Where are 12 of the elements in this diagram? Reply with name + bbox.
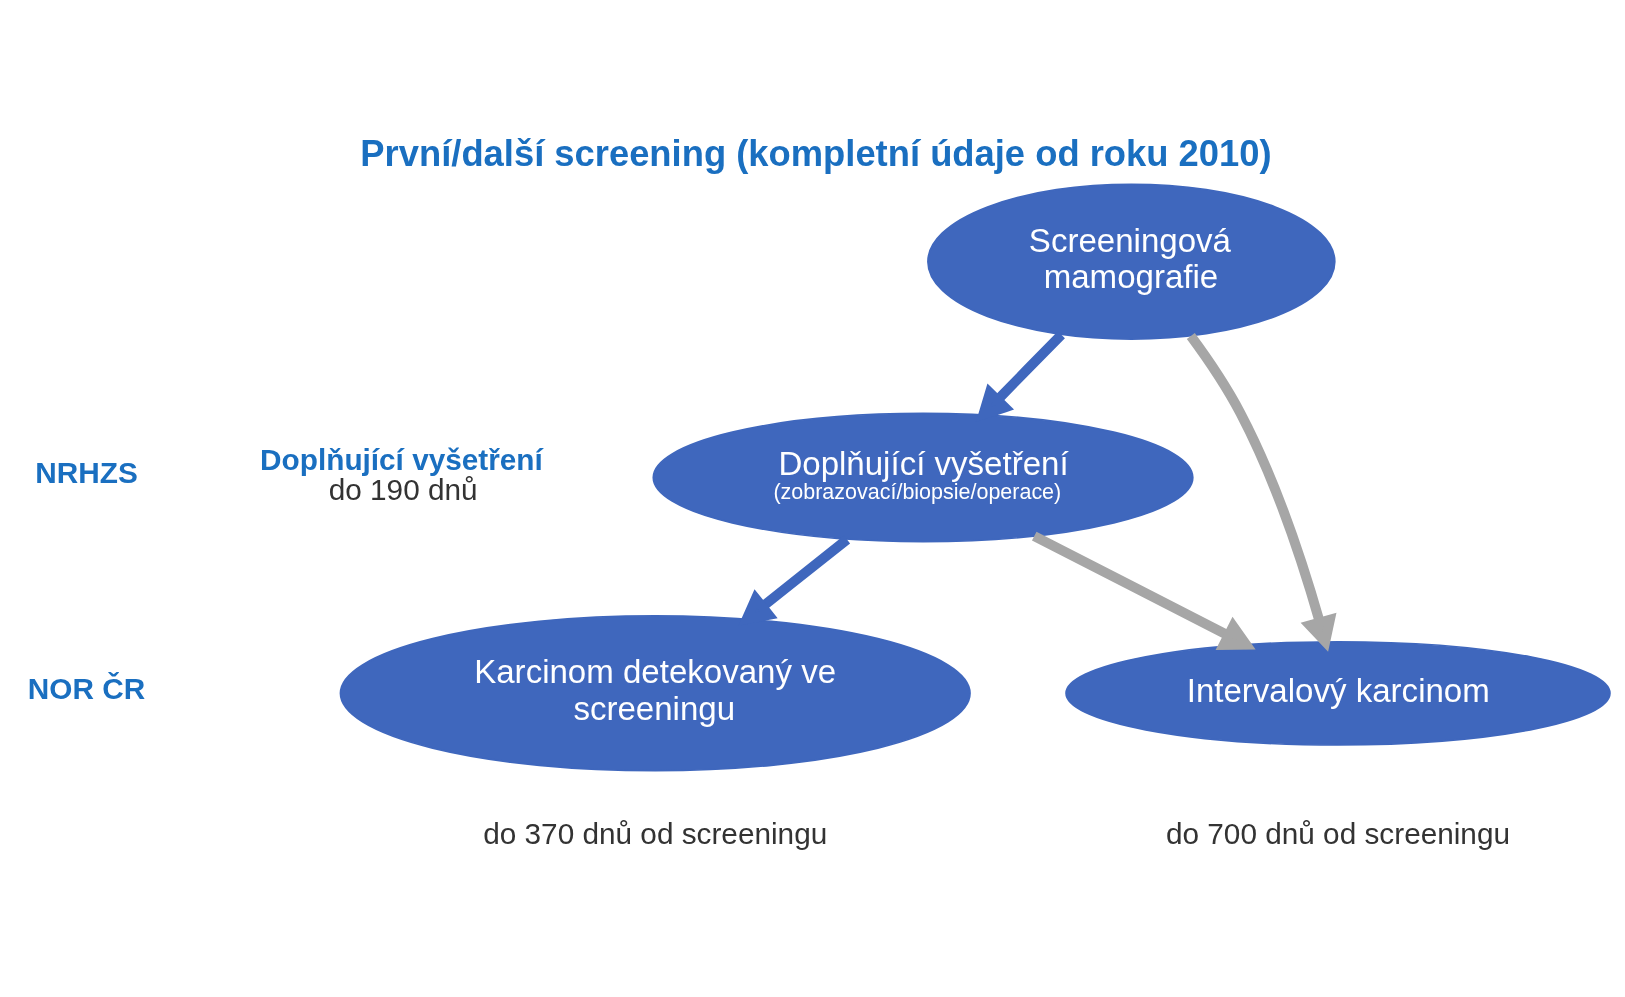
node-label: do 700 dnů od screeningu xyxy=(1165,816,1511,850)
label: NOR ČR xyxy=(27,671,146,705)
node-ellipse: Doplňující vyšetření (zobrazovací/biopsie/operace) xyxy=(652,412,1194,542)
node-ellipse: Karcinom detekovaný ve screeningu xyxy=(339,614,971,772)
arrow xyxy=(1032,531,1256,650)
node-label: do 370 dnů od screeningu xyxy=(483,816,828,850)
label: Doplňující vyšetření xyxy=(260,442,543,476)
diagram-title: První/další screening (kompletní údaje od roku 2010) xyxy=(360,132,1272,174)
node-ellipse: Screeningová mamografie xyxy=(927,182,1336,340)
label: NRHZS xyxy=(35,455,138,489)
node-ellipse: Intervalový karcinom xyxy=(1065,640,1611,746)
arrow xyxy=(1186,332,1337,652)
